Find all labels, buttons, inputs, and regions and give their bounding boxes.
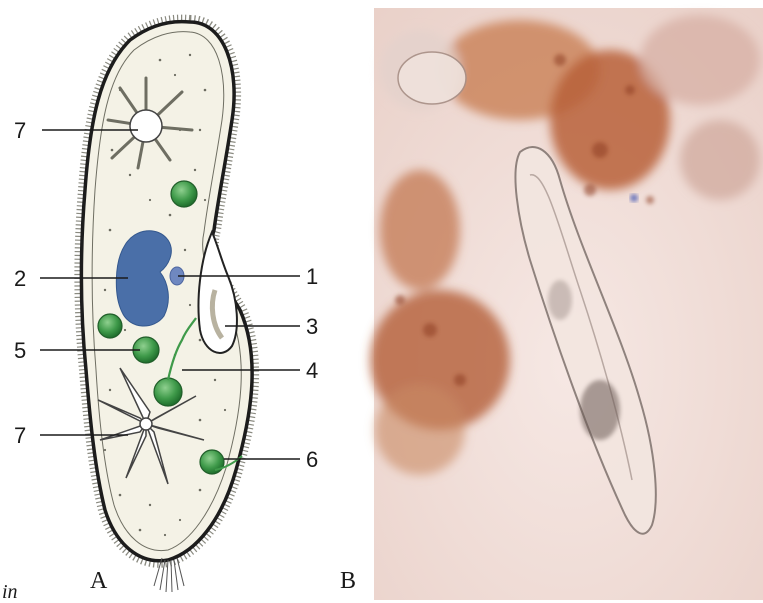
panel-b-photo <box>370 8 763 600</box>
callout-3: 3 <box>306 314 318 339</box>
callout-7-lower: 7 <box>14 423 26 448</box>
callout-5: 5 <box>14 338 26 363</box>
callout-7-upper: 7 <box>14 118 26 143</box>
callout-4: 4 <box>306 358 318 383</box>
panel-b-label: B <box>340 568 356 594</box>
panel-a-drawing: 7 2 5 7 1 3 4 6 A in B <box>2 22 356 603</box>
photo-small-cell <box>398 52 466 104</box>
callout-6: 6 <box>306 447 318 472</box>
callout-2: 2 <box>14 266 26 291</box>
panel-a-label: A <box>90 568 108 594</box>
callout-1: 1 <box>306 264 318 289</box>
corner-text-fragment: in <box>2 581 18 603</box>
